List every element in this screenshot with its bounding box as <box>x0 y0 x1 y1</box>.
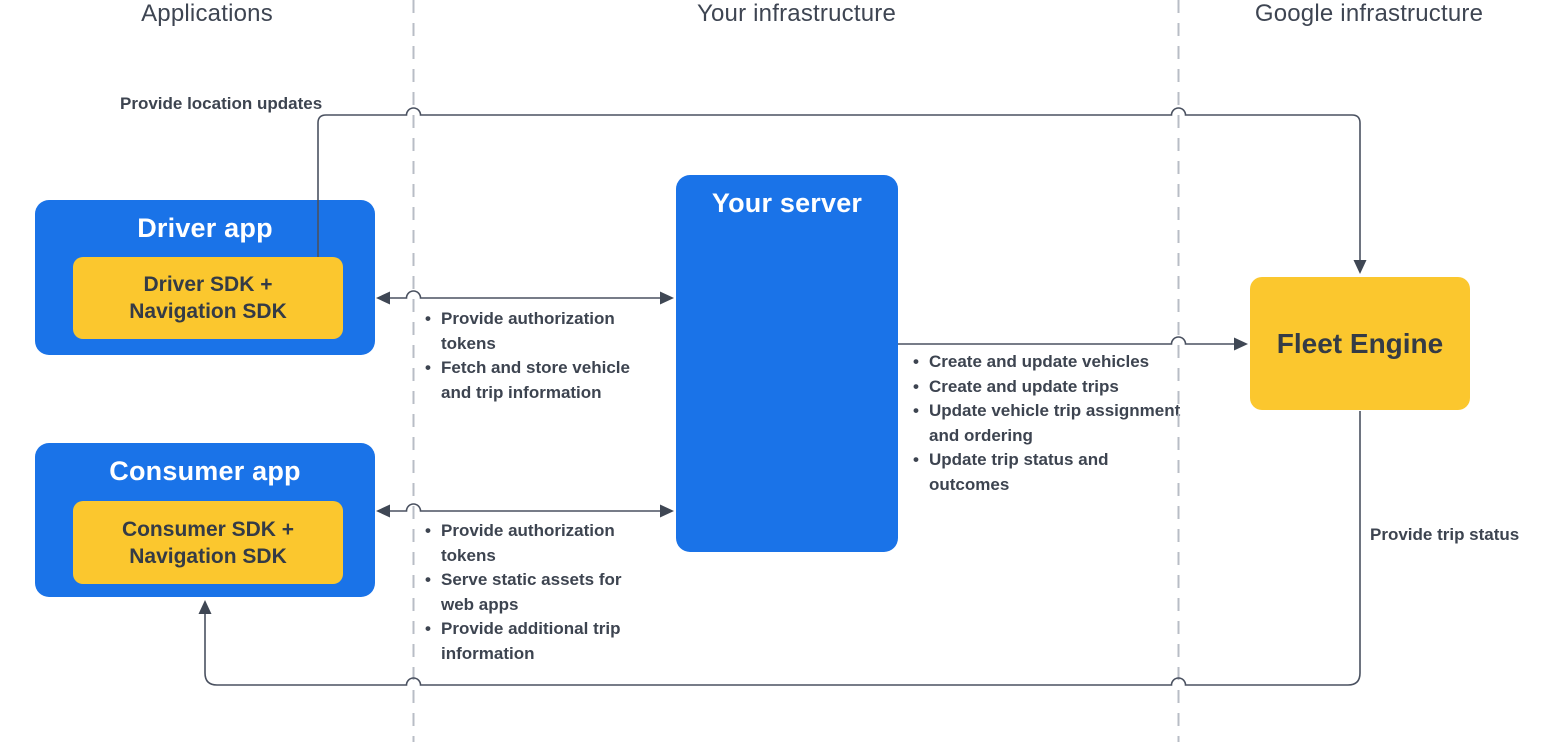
bullet-item: Create and update trips <box>913 375 1183 400</box>
bullet-item: Fetch and store vehicle and trip informa… <box>425 356 657 405</box>
consumer-server-edge-bullets: Provide authorization tokensServe static… <box>425 519 633 666</box>
fleet-engine-title: Fleet Engine <box>1276 327 1444 359</box>
edge-label-provide-location-updates: Provide location updates <box>120 94 323 113</box>
bullet-item: Provide additional trip information <box>425 617 633 666</box>
arrowhead-left-into-driver-app <box>376 291 390 305</box>
arrowhead-right-into-your-server-lower <box>660 504 674 518</box>
consumer-app-box: Consumer app Consumer SDK + Navigation S… <box>35 443 375 597</box>
driver-sdk-box: Driver SDK + Navigation SDK <box>73 257 343 339</box>
edge-your-server-fleet-engine <box>898 336 1248 351</box>
your-server-box: Your server <box>676 175 898 552</box>
edge-consumer-app-your-server <box>376 503 674 518</box>
bullet-item: Provide authorization tokens <box>425 519 633 568</box>
arrowhead-right-into-fleet-engine <box>1234 337 1248 351</box>
consumer-sdk-box: Consumer SDK + Navigation SDK <box>73 501 343 584</box>
bullet-item: Update vehicle trip assignment and order… <box>913 399 1183 448</box>
driver-app-title: Driver app <box>137 213 273 243</box>
driver-app-box: Driver app Driver SDK + Navigation SDK <box>35 200 375 355</box>
your-server-title: Your server <box>711 188 863 218</box>
server-fleet-edge-bullets: Create and update vehiclesCreate and upd… <box>913 350 1183 497</box>
driver-server-edge-bullets: Provide authorization tokensFetch and st… <box>425 307 657 405</box>
column-header-your-infrastructure: Your infrastructure <box>696 0 896 27</box>
bullet-item: Serve static assets for web apps <box>425 568 633 617</box>
bullet-item: Update trip status and outcomes <box>913 448 1183 497</box>
bullet-item: Create and update vehicles <box>913 350 1183 375</box>
edge-label-provide-trip-status: Provide trip status <box>1370 525 1520 544</box>
bullet-item: Provide authorization tokens <box>425 307 657 356</box>
arrowhead-right-into-your-server <box>660 291 674 305</box>
fleet-engine-box: Fleet Engine <box>1250 277 1470 410</box>
column-header-google-infrastructure: Google infrastructure <box>1254 0 1484 27</box>
arrowhead-down-into-fleet-engine <box>1353 260 1367 274</box>
column-header-applications: Applications <box>141 0 273 27</box>
edge-driver-app-your-server <box>376 290 674 305</box>
arrowhead-left-into-consumer-app <box>376 504 390 518</box>
consumer-app-title: Consumer app <box>109 456 301 486</box>
arrowhead-up-into-consumer-app <box>198 600 212 614</box>
